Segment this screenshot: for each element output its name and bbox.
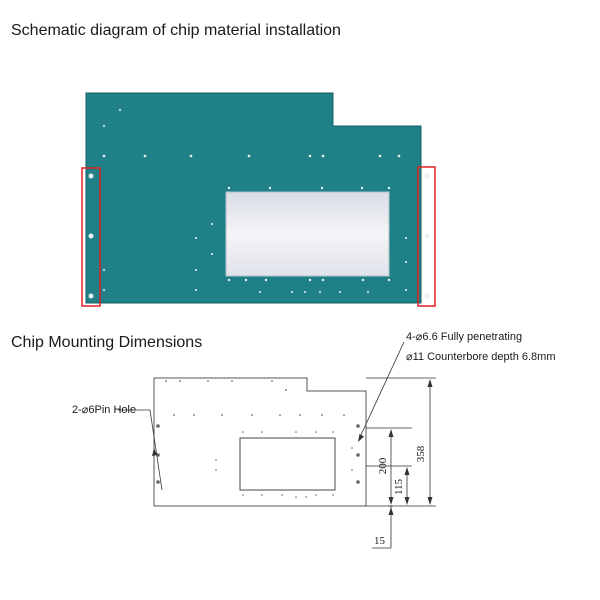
mount-hole-leader bbox=[359, 341, 405, 438]
dimension-edge-offset-label: 15 bbox=[374, 535, 386, 547]
diagram-title-installation: Schematic diagram of chip material insta… bbox=[11, 22, 341, 39]
dimension-height-label: 358 bbox=[415, 445, 427, 462]
mount-hole-callout: 4-⌀6.6 Fully penetrating bbox=[406, 331, 523, 343]
plate-window bbox=[239, 437, 336, 491]
dimension-window-label: 200 bbox=[377, 457, 389, 474]
counterbore-callout: ⌀11 Counterbore depth 6.8mm bbox=[406, 351, 556, 363]
dimension-lower-offset-label: 115 bbox=[393, 478, 405, 495]
left-mount-highlight bbox=[81, 167, 101, 307]
diagram-title-dimensions: Chip Mounting Dimensions bbox=[11, 334, 203, 351]
board-window bbox=[225, 191, 390, 277]
board-holes bbox=[88, 109, 430, 299]
right-mount-highlight bbox=[417, 166, 436, 307]
plate-holes bbox=[156, 380, 360, 498]
pin-hole-callout: 2-⌀6Pin Hole bbox=[72, 404, 137, 416]
plate-outline bbox=[153, 377, 367, 507]
